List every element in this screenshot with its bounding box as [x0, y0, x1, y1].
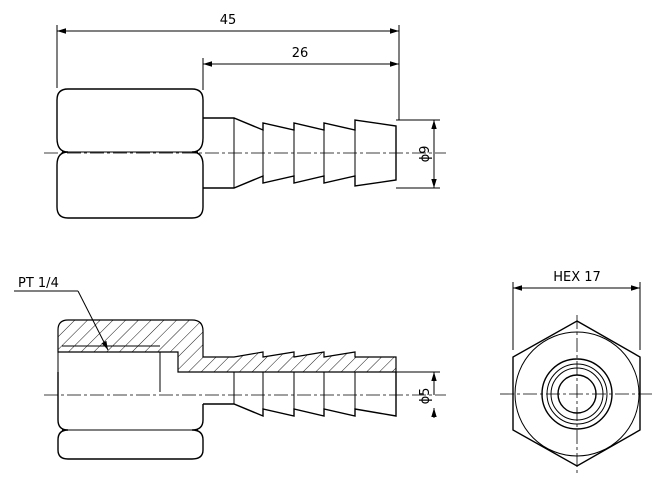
phi9-label: ϕ9	[418, 146, 433, 163]
overall-length-label: 45	[220, 13, 237, 28]
hex-nut-side	[56, 88, 204, 219]
top-view: 45 26 ϕ9	[44, 13, 446, 219]
section-hatch	[57, 319, 397, 373]
thread-spec-label: PT 1/4	[18, 276, 59, 291]
end-view: HEX 17	[500, 270, 655, 475]
hex-size-label: HEX 17	[553, 270, 601, 285]
barb-length-label: 26	[292, 46, 309, 61]
section-view: PT 1/4 ϕ5	[14, 276, 446, 460]
phi5-label: ϕ5	[418, 388, 433, 405]
hex-outline	[512, 320, 641, 467]
